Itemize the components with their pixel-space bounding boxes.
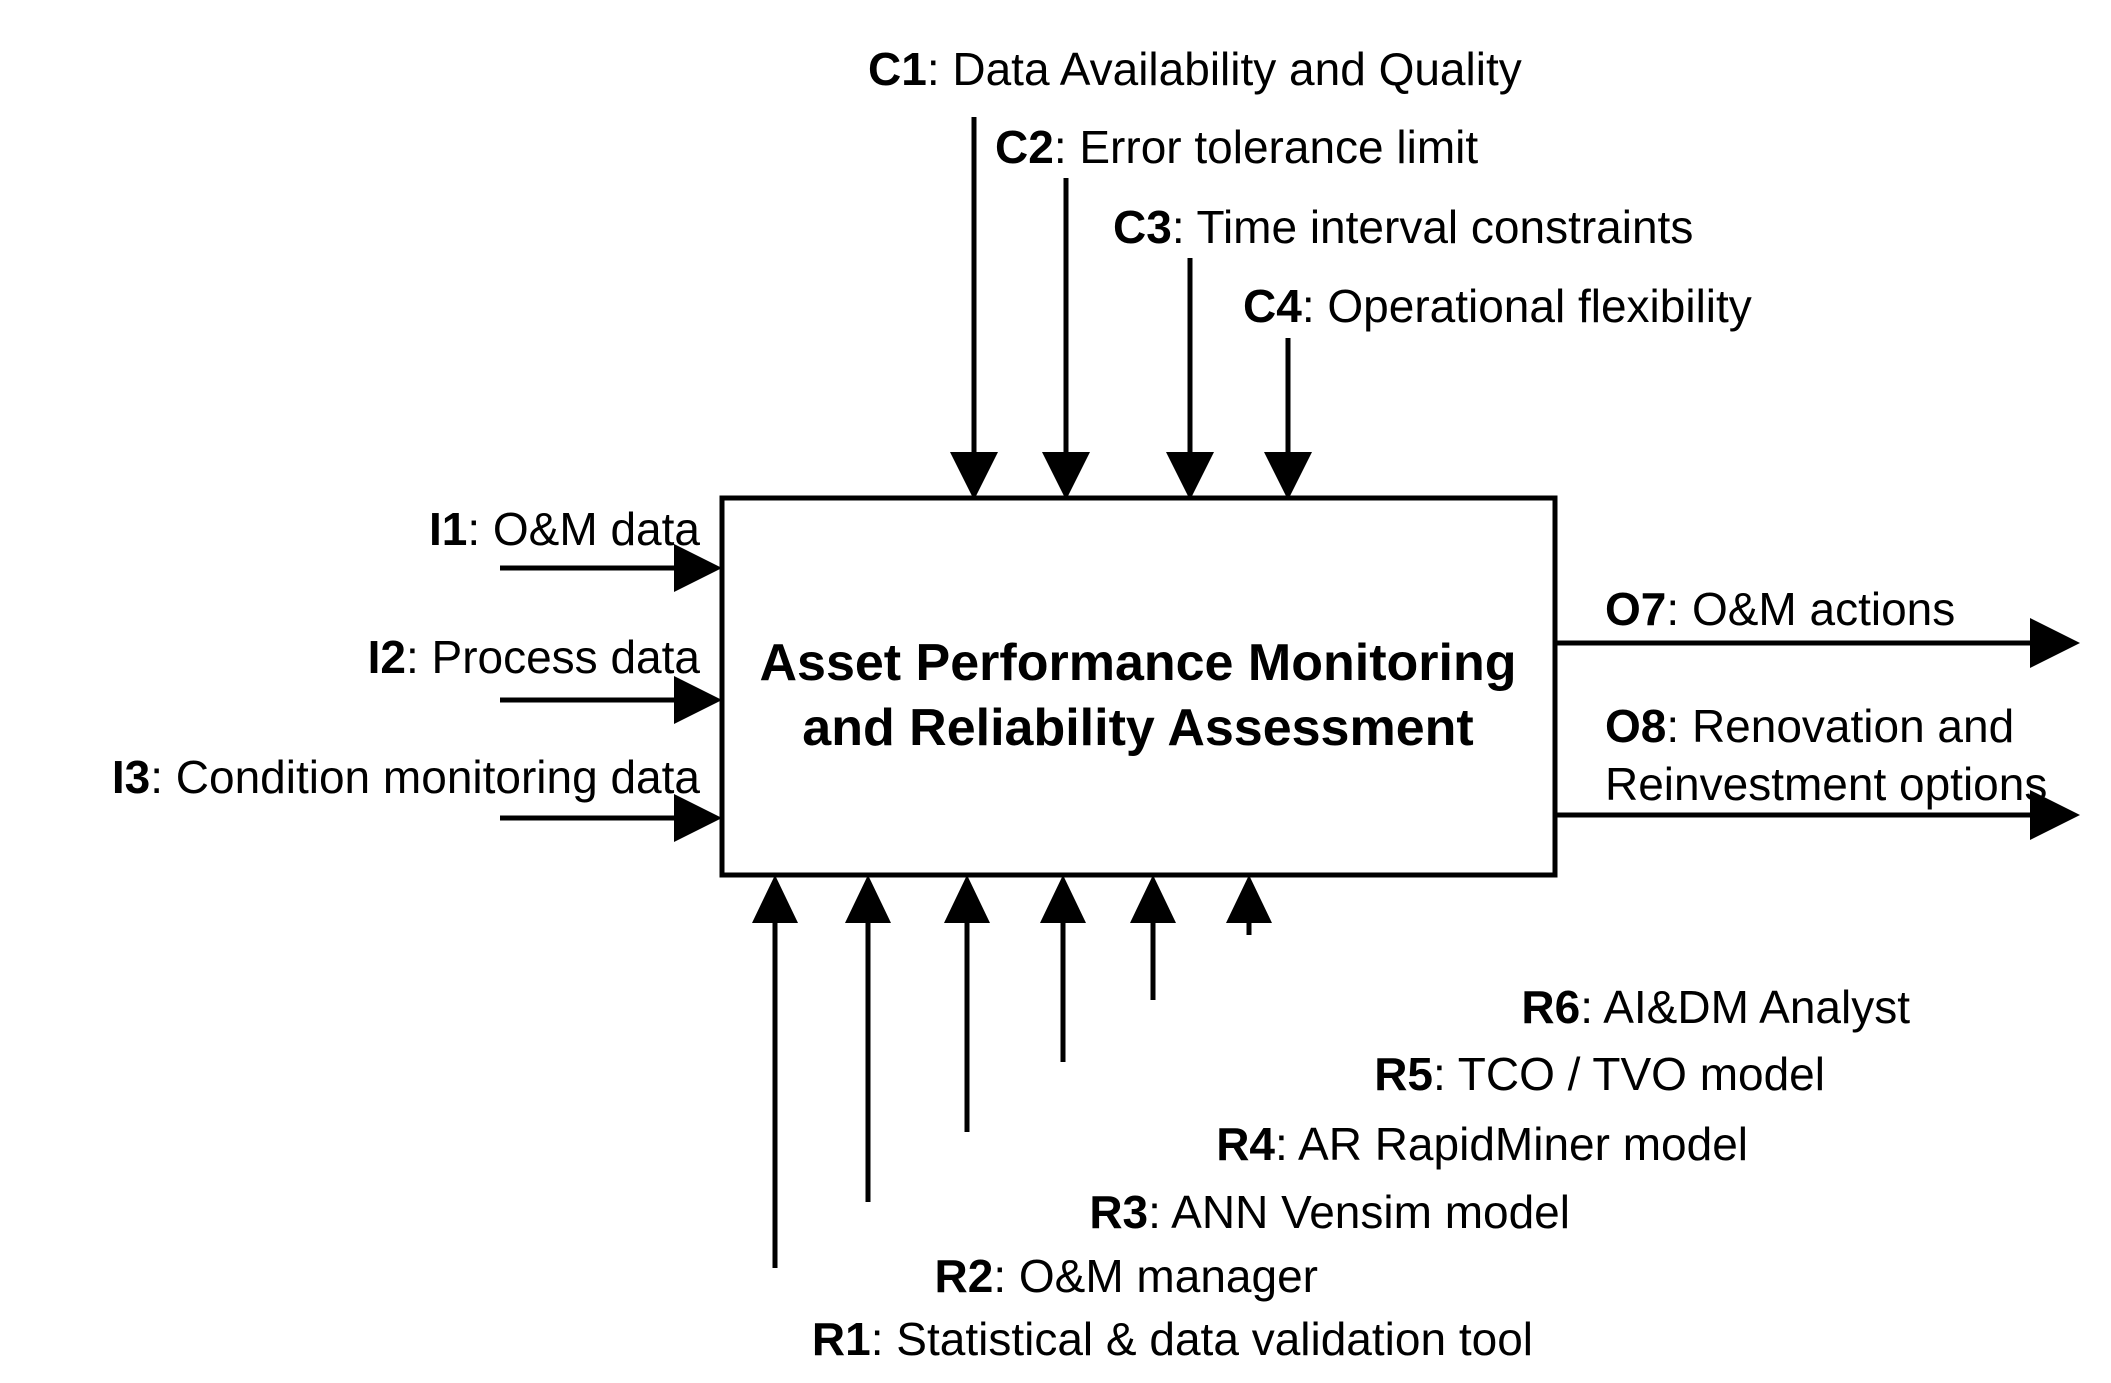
output-code-o8: O8 [1605,700,1666,752]
resource-sep-r5: : [1433,1048,1458,1100]
resource-text-r4: AR RapidMiner model [1298,1118,1748,1170]
resource-label-r6: R6: AI&DM Analyst [1521,981,1910,1033]
output-arrow-o8 [1555,790,2080,840]
resource-sep-r6: : [1580,981,1603,1033]
control-code-c4: C4 [1243,280,1302,332]
input-arrow-i2 [500,676,722,724]
control-sep-c4: : [1302,280,1328,332]
control-code-c1: C1 [868,43,927,95]
input-code-i1: I1 [429,503,467,555]
output-label-o7: O7: O&M actions [1605,583,1955,635]
resource-text-r5: TCO / TVO model [1458,1048,1825,1100]
resource-label-r5: R5: TCO / TVO model [1374,1048,1825,1100]
control-label-c4: C4: Operational flexibility [1243,280,1752,332]
output-label-o8-line1: O8: Renovation and [1605,700,2014,752]
resource-text-r2: O&M manager [1019,1250,1318,1302]
control-arrow-c3 [1166,258,1214,500]
input-sep-i1: : [467,503,493,555]
input-label-i3: I3: Condition monitoring data [112,751,701,803]
resource-code-r1: R1 [812,1313,871,1365]
resource-label-r3: R3: ANN Vensim model [1089,1186,1570,1238]
resource-code-r6: R6 [1521,981,1580,1033]
input-code-i2: I2 [368,631,406,683]
resource-arrow-r3 [944,875,990,1132]
control-code-c2: C2 [995,121,1054,173]
control-text-c3: Time interval constraints [1197,201,1694,253]
resource-text-r6: AI&DM Analyst [1603,981,1910,1033]
resource-text-r1: Statistical & data validation tool [896,1313,1533,1365]
output-text-o7: O&M actions [1692,583,1955,635]
control-text-c1: Data Availability and Quality [952,43,1521,95]
process-box [719,495,1558,878]
output-label-o8-line2: Reinvestment options [1605,758,2047,810]
input-code-i3: I3 [112,751,150,803]
resource-arrow-r4 [1040,875,1086,1062]
resource-sep-r2: : [993,1250,1019,1302]
process-title-line1: Asset Performance Monitoring [759,634,1516,692]
output-sep-o8: : [1666,700,1692,752]
output-arrow-o7 [1555,618,2080,668]
input-sep-i3: : [150,751,176,803]
control-sep-c3: : [1172,201,1197,253]
resource-code-r2: R2 [935,1250,994,1302]
control-arrow-c4 [1264,338,1312,500]
input-arrow-i3 [500,794,722,842]
control-code-c3: C3 [1113,201,1172,253]
control-label-c1: C1: Data Availability and Quality [868,43,1522,95]
control-text-c2: Error tolerance limit [1079,121,1478,173]
resource-text-r3: ANN Vensim model [1171,1186,1570,1238]
input-label-i2: I2: Process data [368,631,701,683]
input-arrow-i1 [500,544,722,592]
resource-code-r3: R3 [1089,1186,1148,1238]
control-arrow-c2 [1042,178,1090,500]
output-code-o7: O7 [1605,583,1666,635]
resource-code-r4: R4 [1216,1118,1275,1170]
resource-code-r5: R5 [1374,1048,1433,1100]
control-label-c3: C3: Time interval constraints [1113,201,1693,253]
resource-arrow-r6 [1226,875,1272,935]
resource-arrow-r1 [752,875,798,1268]
resource-label-r1: R1: Statistical & data validation tool [812,1313,1533,1365]
process-title-line2: and Reliability Assessment [802,699,1473,757]
input-text-i2: Process data [432,631,701,683]
input-text-i1: O&M data [493,503,701,555]
input-text-i3: Condition monitoring data [176,751,701,803]
control-text-c4: Operational flexibility [1327,280,1751,332]
control-sep-c2: : [1054,121,1080,173]
resource-sep-r3: : [1148,1186,1171,1238]
output-text-o8: Renovation and [1692,700,2014,752]
input-label-i1: I1: O&M data [429,503,700,555]
output-sep-o7: : [1666,583,1692,635]
resource-sep-r1: : [871,1313,897,1365]
control-arrow-c1 [950,117,998,500]
input-sep-i2: : [406,631,432,683]
resource-arrow-r2 [845,875,891,1202]
resource-sep-r4: : [1275,1118,1298,1170]
resource-arrow-r5 [1130,875,1176,1000]
control-label-c2: C2: Error tolerance limit [995,121,1478,173]
resource-label-r2: R2: O&M manager [935,1250,1319,1302]
resource-label-r4: R4: AR RapidMiner model [1216,1118,1748,1170]
control-sep-c1: : [927,43,953,95]
